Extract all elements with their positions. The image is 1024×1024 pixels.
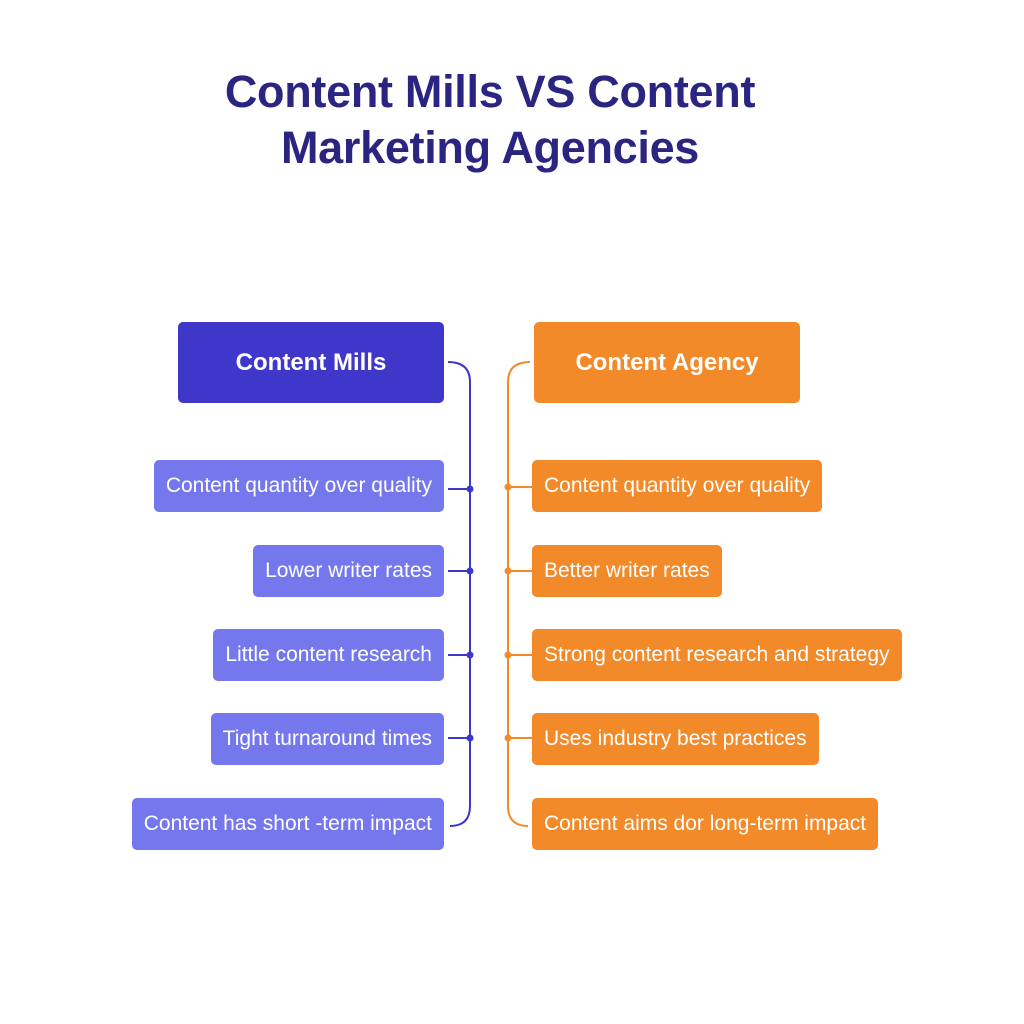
mills-item: Lower writer rates: [253, 545, 444, 597]
mills-item: Tight turnaround times: [210, 713, 444, 765]
content-agency-header: Content Agency: [534, 322, 800, 403]
agency-item: Uses industry best practices: [532, 713, 819, 765]
mills-item: Little content research: [213, 629, 444, 681]
agency-item: Content aims dor long-term impact: [532, 798, 879, 850]
mills-item: Content quantity over quality: [153, 460, 444, 512]
agency-item: Content quantity over quality: [532, 460, 823, 512]
page-title: Content Mills VS Content Marketing Agenc…: [0, 64, 980, 176]
agency-item: Better writer rates: [532, 545, 722, 597]
title-line-1: Content Mills VS Content: [224, 66, 756, 117]
content-mills-header: Content Mills: [178, 322, 444, 403]
title-line-2: Marketing Agencies: [280, 122, 700, 173]
agency-item: Strong content research and strategy: [532, 629, 902, 681]
mills-item: Content has short -term impact: [131, 798, 444, 850]
